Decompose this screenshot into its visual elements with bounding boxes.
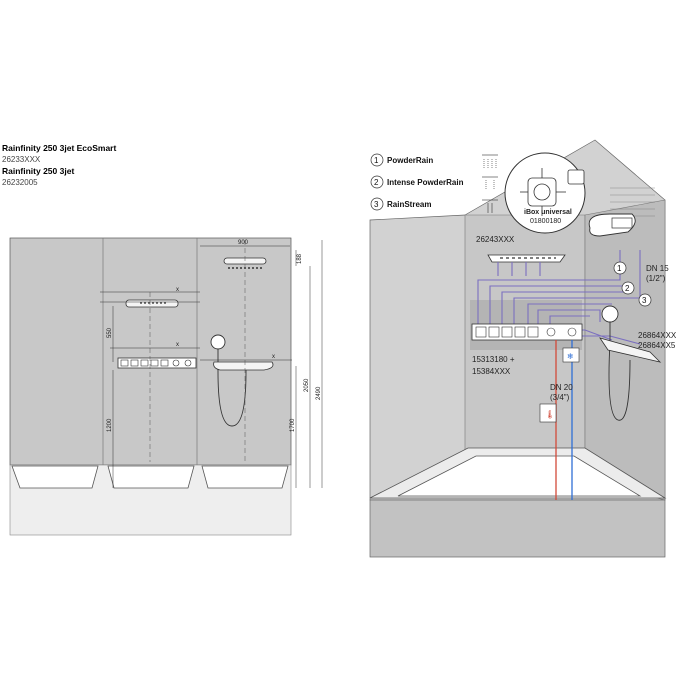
legend-num-2: 2 [374, 178, 379, 187]
control-knob [567, 327, 577, 337]
bathtub [201, 465, 289, 489]
shelf-code-1: 26864XXX [638, 331, 677, 340]
control-knob [172, 359, 180, 367]
hand-shower-head [210, 334, 226, 350]
control-button [527, 326, 539, 338]
ibox-valve [520, 168, 585, 216]
legend-marker-2 [370, 175, 384, 189]
legend-num-3: 3 [374, 200, 379, 209]
model1-name: Rainfinity 250 3jet EcoSmart [2, 143, 116, 153]
installation-view: iBox universal 01800180 1 PowderRain 2 I… [369, 139, 677, 558]
overhead-code: 26243XXX [476, 235, 515, 244]
spray-pattern-icon [482, 154, 498, 213]
wall-panel [9, 237, 292, 466]
control-button [140, 359, 149, 367]
control-knob [546, 327, 556, 337]
legend-marker-3 [370, 197, 384, 211]
dim-x2: x [176, 342, 179, 348]
dim-head-height: 2050 [304, 378, 310, 392]
cold-water-icon [562, 347, 580, 363]
bathtub-front [369, 499, 666, 558]
control-code-1: 15313180 + [472, 355, 515, 364]
front-elevation: x x x 900 188 2490 2050 1700 550 1200 [9, 237, 323, 536]
pipe-marker-3 [638, 293, 652, 307]
dim-width-top: 900 [238, 240, 249, 246]
pipe-large-1: DN 20 [550, 383, 573, 392]
dim-shelf-height: 1700 [290, 418, 296, 432]
model2-name: Rainfinity 250 3jet [2, 166, 74, 176]
hand-shower-head-3d [601, 305, 619, 323]
upper-space [370, 152, 480, 218]
bathtub [107, 465, 195, 489]
legend-label-2: Intense PowderRain [387, 178, 464, 187]
legend-label-1: PowderRain [387, 156, 433, 165]
bathtub-basin [397, 455, 642, 497]
shelf-code-2: 26864XX5 [638, 341, 676, 350]
shower-hose [217, 349, 247, 427]
control-knob [184, 359, 192, 367]
control-button [130, 359, 139, 367]
cold-water-glyph: ❄ [567, 352, 574, 361]
control-button [150, 359, 159, 367]
legend-num-1: 1 [374, 156, 379, 165]
hot-water-icon [539, 403, 557, 423]
control-button [160, 359, 169, 367]
dim-x3: x [272, 354, 275, 360]
control-button [120, 359, 129, 367]
dim-shelf-gap: 550 [107, 327, 113, 338]
shower-arm [611, 217, 633, 229]
pipe-small-2: (1/2") [646, 274, 666, 283]
control-button [501, 326, 513, 338]
legend: 1 PowderRain 2 Intense PowderRain 3 Rain… [370, 153, 498, 213]
model1-code: 26233XXX [2, 155, 41, 164]
dim-total-height: 2490 [316, 386, 322, 400]
shower-shelf-3d [599, 337, 662, 363]
pipe-marker-1 [613, 261, 627, 275]
dim-head-drop: 188 [297, 253, 303, 264]
control-button [475, 326, 487, 338]
pipe-marker-3-num: 3 [642, 296, 647, 305]
shower-hose-3d [608, 322, 631, 421]
shower-shelf [213, 361, 274, 371]
dim-x1: x [176, 287, 179, 293]
ibox-label: iBox universal [524, 209, 572, 216]
legend-label-3: RainStream [387, 200, 431, 209]
dim-control-height: 1200 [107, 418, 113, 432]
pipe-marker-1-num: 1 [617, 264, 622, 273]
thermometer-glyph: 🌡 [545, 410, 555, 419]
control-button [514, 326, 526, 338]
bathtub [11, 465, 99, 489]
legend-marker-1 [370, 153, 384, 167]
control-code-2: 15384XXX [472, 367, 511, 376]
control-panel-3d [471, 323, 583, 341]
control-button [488, 326, 500, 338]
pipe-large-2: (3/4") [550, 393, 570, 402]
model2-code: 26232005 [2, 178, 38, 187]
pipe-small-1: DN 15 [646, 264, 669, 273]
pipe-marker-2-num: 2 [625, 284, 630, 293]
ibox-code: 01800180 [530, 218, 561, 225]
pipe-marker-2 [621, 281, 635, 295]
